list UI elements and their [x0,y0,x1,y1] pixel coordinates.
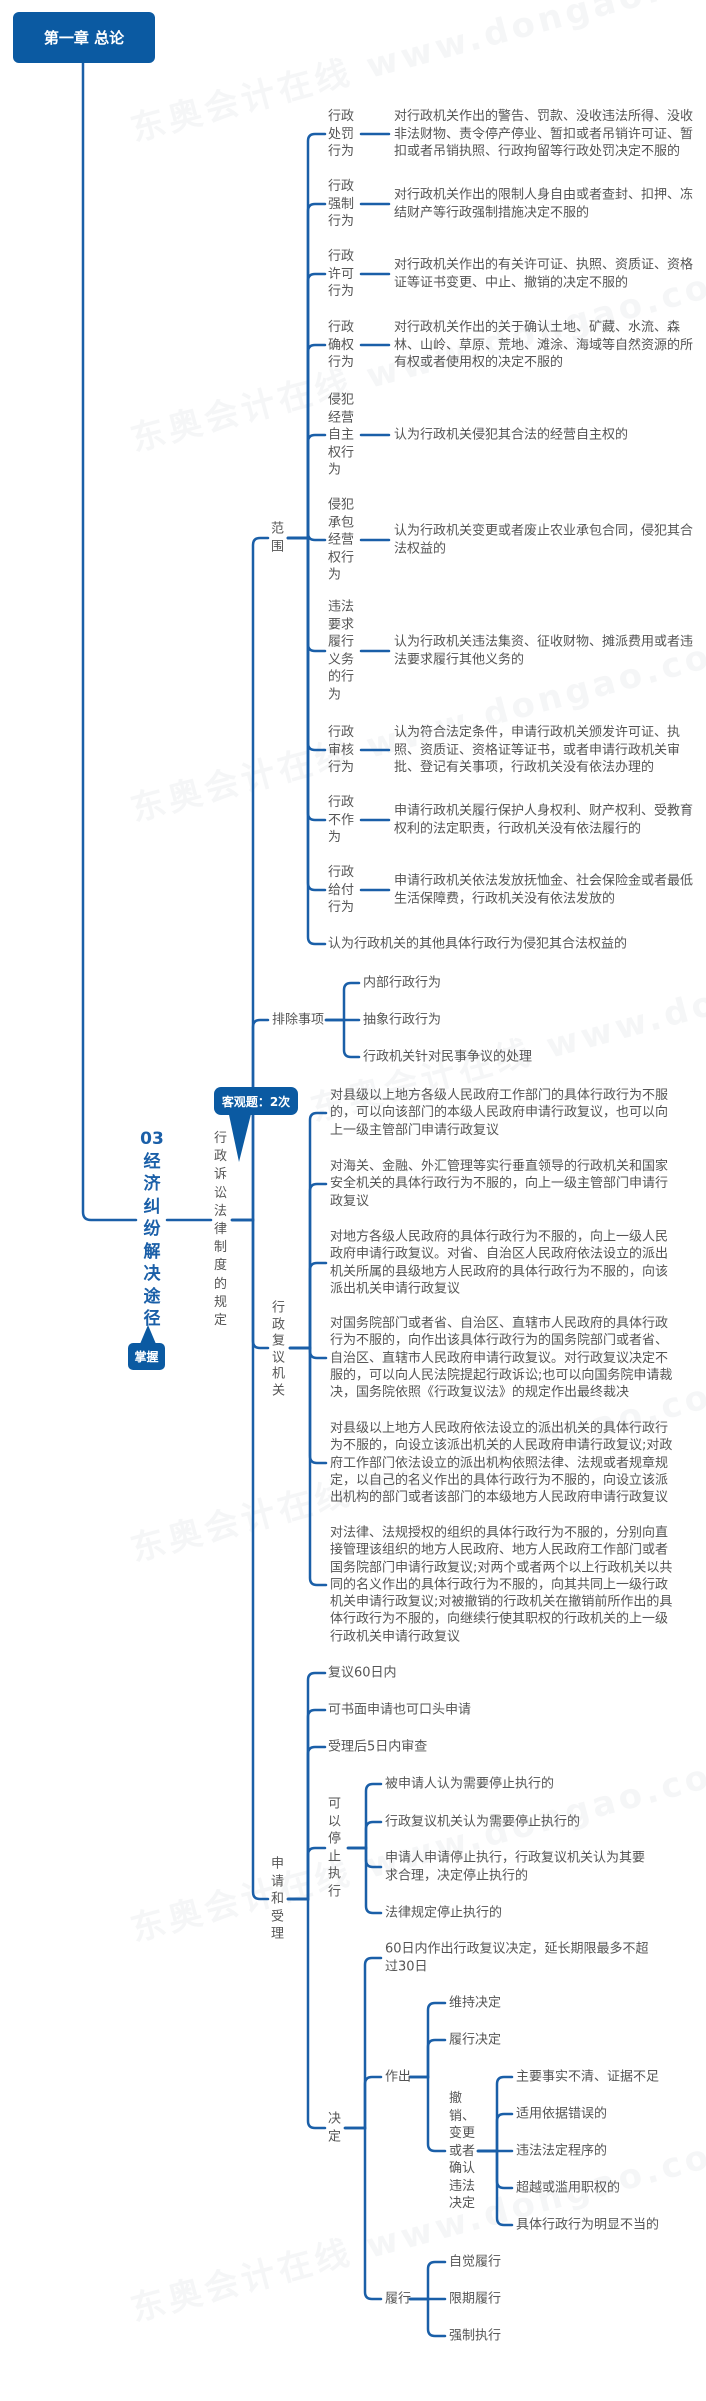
suspension-item[interactable]: 被申请人认为需要停止执行的 [385,1776,555,1792]
scope-connector [286,536,327,892]
scope-item-label[interactable]: 行政处罚行为 [328,108,355,159]
perform-node[interactable]: 履行 [385,2291,412,2307]
decision-deadline[interactable]: 60日内作出行政复议决定，延长期限最多不超过30日 [385,1941,649,1975]
scope-item-desc[interactable]: 认为行政机关违法集资、征收财物、摊派费用或者违法要求履行其他义务的 [394,634,694,668]
exclusion-item[interactable]: 抽象行政行为 [363,1012,442,1028]
scope-node[interactable]: 范围 [271,521,285,555]
make-decision-node[interactable]: 作出 [385,2069,412,2085]
decision-type-item[interactable]: 维持决定 [449,1995,502,2011]
organs-connector [288,1346,328,1360]
decision-node[interactable]: 决定 [328,2111,342,2145]
make-connector [408,2038,447,2079]
perform-item[interactable]: 限期履行 [449,2291,502,2307]
exam-frequency-badge: 客观题：2次 [214,1087,298,1115]
scope-connector [286,132,327,540]
suspension-item[interactable]: 法律规定停止执行的 [385,1905,503,1921]
root-node[interactable]: 第一章 总论 [13,12,155,63]
section-connector [230,1218,270,1901]
organs-connector [288,1346,328,1587]
suspension-item[interactable]: 行政复议机关认为需要停止执行的 [385,1814,581,1830]
scope-connector [286,536,327,653]
scope-item-desc[interactable]: 申请行政机关履行保护人身权利、财产权利、受教育权利的法定职责，行政机关没有依法履… [394,803,694,837]
review-organs-node[interactable]: 行政复议机关 [272,1300,286,1399]
exclusion-item[interactable]: 内部行政行为 [363,975,442,991]
revoke-connector [476,2112,514,2153]
perform-item[interactable]: 强制执行 [449,2328,502,2344]
section-connector [230,1218,270,1350]
exclusions-connector [324,1018,361,1059]
application-deadline[interactable]: 复议60日内 [328,1665,397,1681]
application-connector [286,1897,327,2130]
mastery-tag: 掌握 [128,1343,165,1370]
application-review[interactable]: 受理后5日内审查 [328,1739,428,1755]
scope-item-label[interactable]: 侵犯承包经营权行为 [328,497,355,583]
tag-pointer [140,1325,156,1344]
section-connector [230,536,270,1222]
review-organ-item[interactable]: 对县级以上地方人民政府依法设立的派出机关的具体行政行为不服的，向设立该派出机关的… [330,1420,673,1505]
scope-item-label[interactable]: 行政确权行为 [328,319,355,370]
scope-item-desc[interactable]: 认为行政机关侵犯其合法的经营自主权的 [394,427,629,443]
root-title: 第一章 总论 [43,29,125,47]
scope-item-desc[interactable]: 对行政机关作出的限制人身自由或者查封、扣押、冻结财产等行政强制措施决定不服的 [394,187,694,221]
scope-item-label[interactable]: 行政给付行为 [328,864,355,915]
scope-item-label[interactable]: 违法要求履行义务的行为 [328,599,355,703]
scope-item-desc[interactable]: 认为行政机关变更或者废止农业承包合同，侵犯其合法权益的 [394,523,694,557]
review-organ-item[interactable]: 对法律、法规授权的组织的具体行政行为不服的，分别向直接管理该组织的地方人民政府、… [330,1525,673,1645]
review-organ-item[interactable]: 对海关、金融、外汇管理等实行垂直领导的行政机关和国家安全机关的具体行政行为不服的… [330,1159,669,1209]
scope-item-desc[interactable]: 对行政机关作出的警告、罚款、没收违法所得、没收非法财物、责令停产停业、暂扣或者吊… [394,108,694,159]
scope-item-desc[interactable]: 认为符合法定条件，申请行政机关颁发许可证、执照、资质证、资格证等证书，或者申请行… [394,724,681,775]
exclusion-item[interactable]: 行政机关针对民事争议的处理 [363,1049,533,1065]
exclusions-connector [324,981,361,1022]
topic-node[interactable]: 03经济纠纷解决途径 [140,1129,164,1329]
revoke-decision-node[interactable]: 撤销、变更或者确认违法决定 [449,2090,476,2211]
section-node[interactable]: 行政诉讼法律制度的规定 [214,1131,228,1329]
organs-connector [288,1111,328,1350]
revoke-reason-item[interactable]: 具体行政行为明显不当的 [516,2217,660,2233]
scope-item-desc[interactable]: 申请行政机关依法发放抚恤金、社会保险金或者最低生活保障费，行政机关没有依法发放的 [394,873,694,907]
application-node[interactable]: 申请和受理 [271,1856,285,1942]
scope-item-label[interactable]: 行政审核行为 [328,724,355,775]
organs-connector [288,1261,328,1350]
decision-type-item[interactable]: 履行决定 [449,2032,502,2048]
perform-connector [408,2260,447,2301]
revoke-reason-item[interactable]: 适用依据错误的 [516,2106,608,2122]
scope-connector [286,532,327,542]
exclusions-node[interactable]: 排除事项 [272,1012,325,1028]
make-connector [408,2075,447,2153]
review-organ-item[interactable]: 对县级以上地方各级人民政府工作部门的具体行政行为不服的，可以向该部门的本级人民政… [330,1088,669,1138]
scope-item-label[interactable]: 行政许可行为 [328,248,355,299]
make-connector [408,2001,447,2079]
scope-connector [286,433,327,540]
organs-connector [288,1182,328,1350]
application-form[interactable]: 可书面申请也可口头申请 [328,1702,472,1718]
review-organ-item[interactable]: 对国务院部门或者省、自治区、直辖市人民政府的具体行政行为不服的，向作出该具体行政… [330,1315,673,1400]
perform-connector [408,2297,447,2338]
revoke-connector [476,2075,514,2153]
decision-connector [343,2075,383,2130]
root-connector [81,61,138,1222]
decision-connector [343,1956,383,2130]
revoke-reason-item[interactable]: 主要事实不清、证据不足 [516,2069,660,2085]
suspension-node[interactable]: 可以停止执行 [328,1796,342,1900]
scope-item-label[interactable]: 行政强制行为 [328,178,355,229]
revoke-reason-item[interactable]: 违法法定程序的 [516,2143,608,2159]
review-organ-item[interactable]: 对地方各级人民政府的具体行政行为不服的，向上一级人民政府申请行政复议。对省、自治… [330,1229,669,1297]
organs-connector [288,1346,328,1465]
perform-item[interactable]: 自觉履行 [449,2254,502,2270]
scope-item-label[interactable]: 行政不作为 [328,794,355,845]
section-connector [230,1018,270,1222]
revoke-reason-item[interactable]: 超越或滥用职权的 [516,2180,621,2196]
suspension-item[interactable]: 申请人申请停止执行，行政复议机关认为其要求合理，决定停止执行的 [385,1850,646,1884]
scope-connector [286,536,327,752]
scope-item-desc[interactable]: 对行政机关作出的关于确认土地、矿藏、水流、森林、山岭、草原、荒地、滩涂、海域等自… [394,319,694,370]
scope-item-other[interactable]: 认为行政机关的其他具体行政行为侵犯其合法权益的 [328,936,628,952]
scope-item-desc[interactable]: 对行政机关作出的有关许可证、执照、资质证、资格证等证书变更、中止、撤销的决定不服… [394,257,694,291]
scope-item-label[interactable]: 侵犯经营自主权行为 [328,392,355,478]
